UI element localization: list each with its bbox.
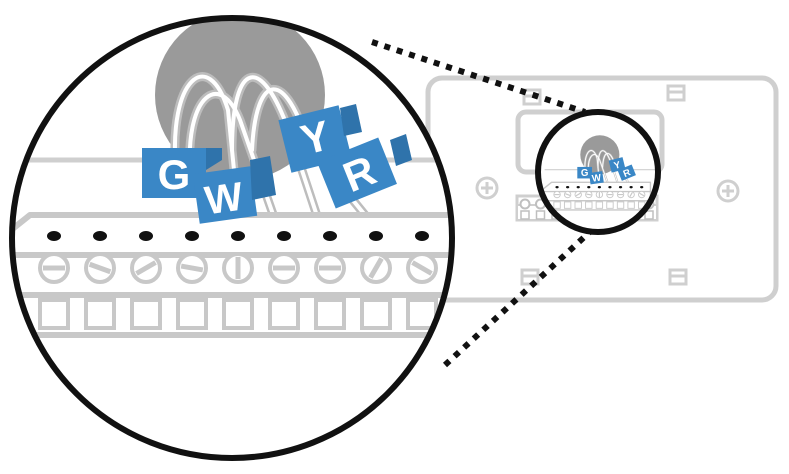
small-wire-label-y: Y [613,160,622,172]
slotted-screw-icon [519,198,531,210]
terminal-slot [520,210,530,220]
small-wire-label-w: W [591,172,602,184]
wire-tag-g: G [142,148,222,198]
plate-tabs [520,84,688,286]
small-wire-label-r: R [622,167,633,180]
phillips-screw-icon [475,176,499,200]
small-wire-tag-r: R [617,164,636,181]
wire-label-g: G [158,151,191,198]
terminal-slot [644,210,654,220]
terminal-slot [535,210,546,220]
large-zoom-circle: G W Y R [9,15,455,461]
small-wire-tag-w: W [588,171,604,185]
phillips-screw-icon [716,179,740,203]
callout-lines [371,39,595,368]
small-wire-tag-g: G [577,166,593,179]
small-wire-label-g: G [581,168,589,179]
wire-tag-w: W [192,156,276,224]
wire-label-w: W [202,175,246,224]
wire-tag-r: R [317,134,412,209]
